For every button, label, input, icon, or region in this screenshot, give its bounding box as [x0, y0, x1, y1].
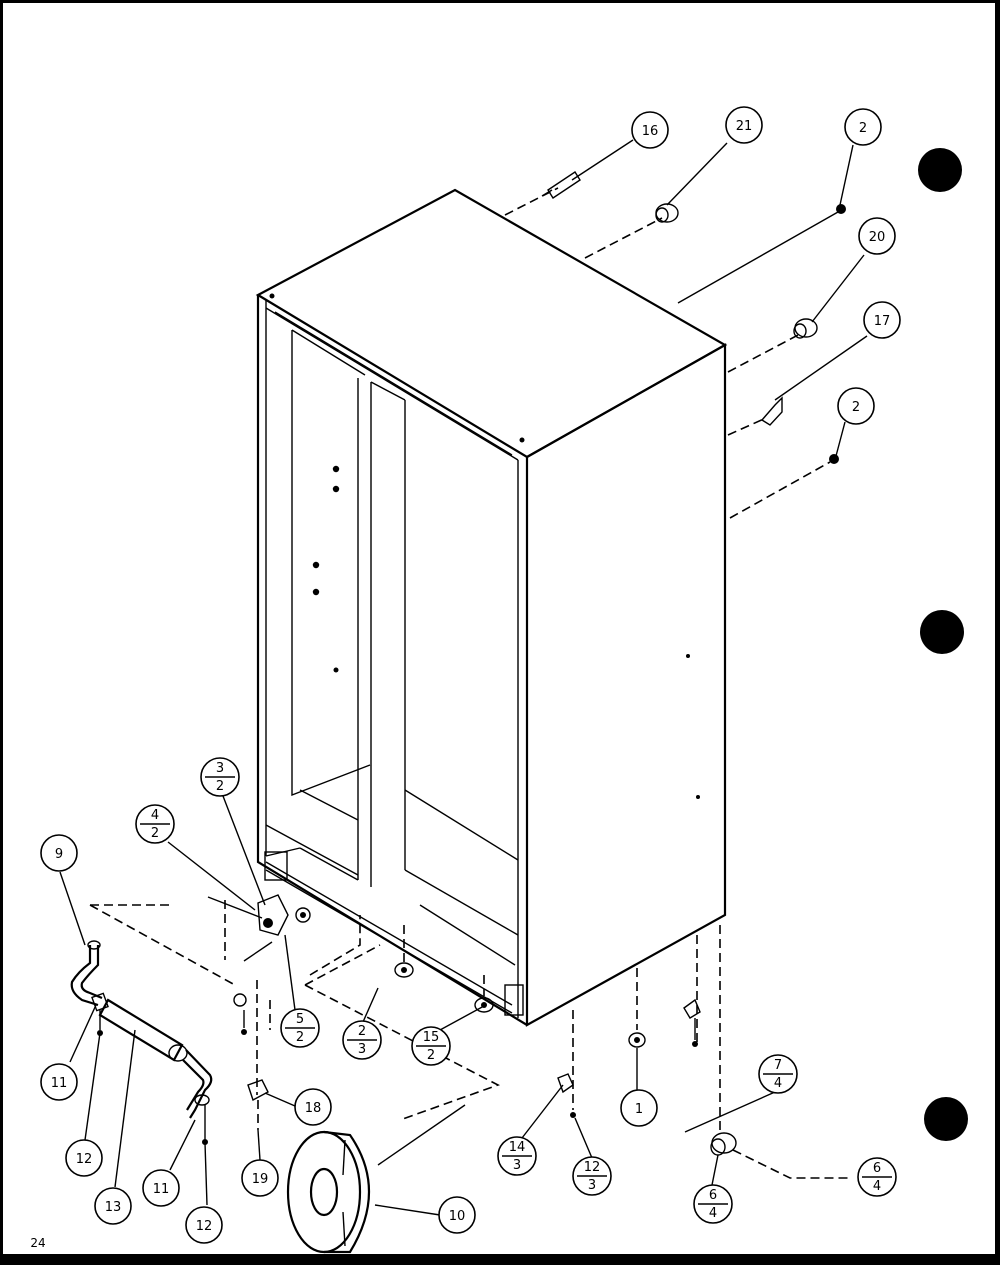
callout-2-over-3: 23	[342, 1020, 382, 1060]
svg-text:15: 15	[423, 1030, 440, 1045]
cabinet-front-frame	[256, 295, 528, 1026]
top-right-parts	[541, 171, 846, 464]
page-number: 24	[30, 1236, 45, 1250]
callout-21: 21	[725, 106, 763, 144]
cabinet-side-face	[525, 343, 727, 1027]
part-17-bracket	[760, 396, 783, 426]
callout-11-left: 11	[40, 1063, 78, 1101]
callout-20: 20	[858, 217, 896, 255]
part-10-cable-coil	[286, 1130, 371, 1254]
glide-front	[474, 997, 494, 1013]
punch-hole-bottom	[924, 1097, 968, 1141]
svg-text:4: 4	[709, 1206, 717, 1221]
svg-text:13: 13	[105, 1200, 122, 1215]
callout-12-over-3: 123	[572, 1156, 612, 1196]
svg-text:3: 3	[216, 761, 224, 776]
callout-4-over-2: 42	[135, 804, 175, 844]
callout-1: 1	[620, 1089, 658, 1127]
svg-text:11: 11	[153, 1182, 170, 1197]
svg-text:7: 7	[774, 1058, 782, 1073]
callout-11-right: 11	[142, 1169, 180, 1207]
callout-markers: 16 21 2 20 17 2 9 11 12 13 11 12 18 19 1…	[40, 106, 901, 1244]
punch-hole-top	[918, 148, 962, 192]
callout-12-right: 12	[185, 1206, 223, 1244]
svg-text:21: 21	[736, 119, 753, 134]
callout-9: 9	[40, 834, 78, 872]
callout-6-over-4-bottom: 64	[693, 1184, 733, 1224]
svg-text:9: 9	[55, 847, 63, 862]
callout-18: 18	[294, 1088, 332, 1126]
callout-2-lower: 2	[837, 387, 875, 425]
glide-right	[628, 1032, 646, 1048]
svg-text:16: 16	[642, 124, 659, 139]
svg-text:19: 19	[252, 1172, 269, 1187]
svg-text:4: 4	[873, 1179, 881, 1194]
svg-text:17: 17	[874, 314, 891, 329]
part-2-plug-upper	[836, 204, 846, 214]
callout-5-over-2: 52	[280, 1008, 320, 1048]
cabinet-assembly	[255, 188, 728, 1027]
svg-text:1: 1	[635, 1102, 643, 1117]
callout-15-over-2: 152	[411, 1026, 451, 1066]
svg-text:6: 6	[873, 1161, 881, 1176]
svg-text:2: 2	[852, 400, 860, 415]
callout-16: 16	[631, 111, 669, 149]
punch-hole-middle	[920, 610, 964, 654]
callout-13: 13	[94, 1187, 132, 1225]
svg-text:18: 18	[305, 1101, 322, 1116]
svg-text:3: 3	[358, 1042, 366, 1057]
callout-7-over-4: 74	[758, 1054, 798, 1094]
svg-text:11: 11	[51, 1076, 68, 1091]
svg-text:14: 14	[509, 1140, 526, 1155]
part-16-pin	[547, 171, 581, 199]
svg-text:20: 20	[869, 230, 886, 245]
callout-3-over-2: 32	[200, 757, 240, 797]
callout-19: 19	[241, 1159, 279, 1197]
svg-text:2: 2	[296, 1030, 304, 1045]
svg-text:5: 5	[296, 1012, 304, 1027]
paper-background	[3, 3, 995, 1254]
callout-6-over-4-right: 64	[857, 1157, 897, 1197]
callout-12-left: 12	[65, 1139, 103, 1177]
part-2-plug-lower	[829, 454, 839, 464]
svg-text:4: 4	[151, 808, 159, 823]
svg-text:3: 3	[588, 1178, 596, 1193]
callout-14-over-3: 143	[497, 1136, 537, 1176]
callout-2-upper: 2	[844, 108, 882, 146]
glide-left	[394, 962, 414, 978]
svg-text:12: 12	[76, 1152, 93, 1167]
callout-17: 17	[863, 301, 901, 339]
svg-text:12: 12	[584, 1160, 601, 1175]
svg-text:6: 6	[709, 1188, 717, 1203]
callout-10: 10	[438, 1196, 476, 1234]
svg-text:3: 3	[513, 1158, 521, 1173]
svg-text:2: 2	[358, 1024, 366, 1039]
part-18-clip	[247, 1079, 269, 1102]
svg-text:2: 2	[151, 826, 159, 841]
svg-text:10: 10	[449, 1209, 466, 1224]
part-9-drain-tube	[70, 945, 99, 1007]
svg-text:2: 2	[427, 1048, 435, 1063]
svg-text:4: 4	[774, 1076, 782, 1091]
svg-text:2: 2	[216, 779, 224, 794]
callout-leaders	[59, 795, 719, 1206]
svg-text:12: 12	[196, 1219, 213, 1234]
part-3-bracket	[257, 894, 289, 936]
lower-hinge-bracket	[504, 984, 524, 1016]
svg-text:2: 2	[859, 121, 867, 136]
